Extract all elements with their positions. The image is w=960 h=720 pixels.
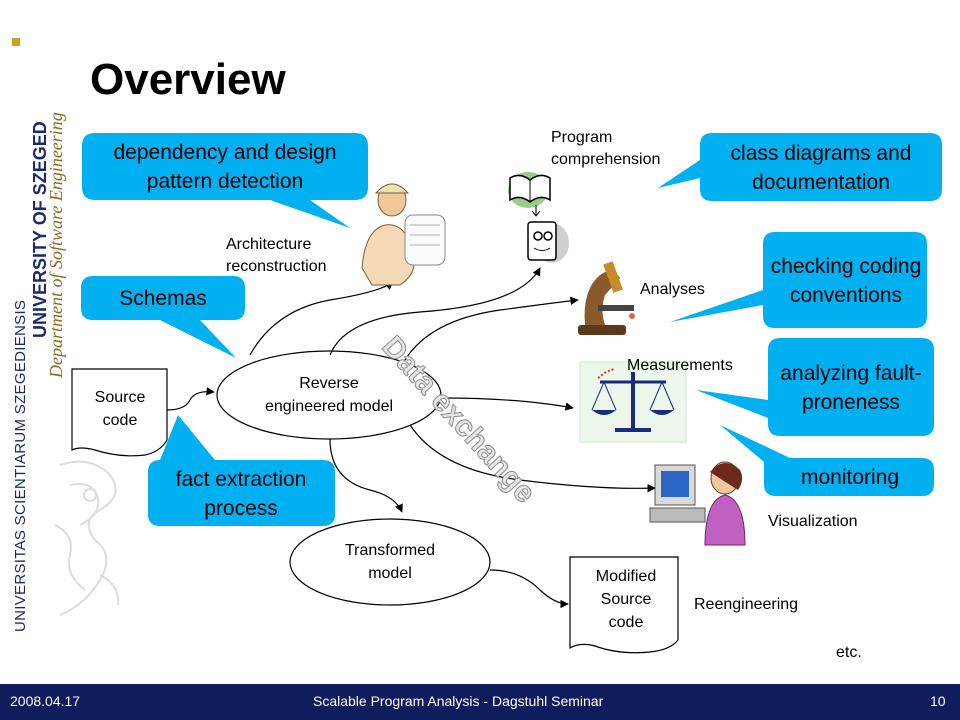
source-code-shape — [71, 368, 168, 457]
callout-checking — [670, 232, 927, 328]
reverse-model-shape — [216, 350, 442, 440]
callout-fact-text: fact extraction process — [175, 468, 307, 520]
microscope-icon — [578, 261, 635, 335]
transformed-model-label: Transformed model — [344, 542, 436, 582]
arrow-to-measurements — [440, 397, 574, 411]
university-sidebar: UNIVERSITAS SCIENTIARUM SZEGEDIENSIS UNI… — [0, 0, 120, 640]
program-comprehension-label: Program comprehension — [551, 129, 661, 168]
arrow-to-architecture — [249, 281, 394, 356]
measurements-label: Measurements — [627, 357, 733, 374]
architect-icon — [361, 183, 446, 286]
callout-class-diagrams-text: class diagrams and documentation — [730, 141, 912, 194]
arrow-to-modified — [489, 569, 569, 609]
arrow-source-to-model — [166, 387, 215, 411]
slide-title: Overview — [90, 55, 286, 104]
visualization-label: Visualization — [768, 513, 858, 530]
source-code-label: Source code — [94, 389, 146, 429]
callout-schemas-text: Schemas — [119, 287, 207, 310]
computer-user-icon — [649, 461, 746, 546]
callout-class-diagrams — [658, 133, 942, 201]
modified-source-label: Modified Source code — [595, 567, 657, 631]
arrow-to-analyses — [404, 296, 579, 361]
book-icon — [508, 172, 551, 217]
footer-date: 2008.04.17 — [10, 693, 81, 709]
balance-scale-icon — [579, 361, 687, 443]
reader-icon — [527, 221, 569, 263]
analyses-label: Analyses — [640, 281, 705, 298]
footer-title: Scalable Program Analysis - Dagstuhl Sem… — [313, 693, 604, 709]
architecture-label: Architecture reconstruction — [226, 236, 327, 275]
arrow-to-visualization — [409, 424, 656, 493]
callout-dependency — [82, 133, 368, 228]
crest-watermark-icon — [54, 460, 120, 616]
reengineering-label: Reengineering — [694, 596, 799, 613]
arrow-to-program-comprehension — [329, 267, 541, 356]
footer-page-number: 10 — [930, 693, 946, 709]
footer-bar: 2008.04.17 Scalable Program Analysis - D… — [0, 684, 960, 720]
etc-label: etc. — [836, 644, 862, 661]
callout-schemas — [81, 276, 245, 358]
reverse-model-label: Reverse engineered model — [264, 375, 394, 415]
transformed-model-shape — [289, 518, 491, 606]
callout-analyzing — [696, 338, 934, 436]
callout-fact — [148, 415, 335, 526]
callout-dependency-text: dependency and design pattern detection — [113, 141, 337, 193]
sidebar-square — [12, 38, 20, 46]
callout-analyzing-text: analyzing fault-proneness — [780, 362, 922, 414]
callout-monitoring-text: monitoring — [800, 466, 900, 489]
callout-monitoring — [720, 425, 934, 496]
arrow-to-transformed — [329, 438, 403, 513]
modified-source-shape — [569, 556, 679, 654]
callout-checking-text: checking coding conventions — [770, 254, 922, 307]
